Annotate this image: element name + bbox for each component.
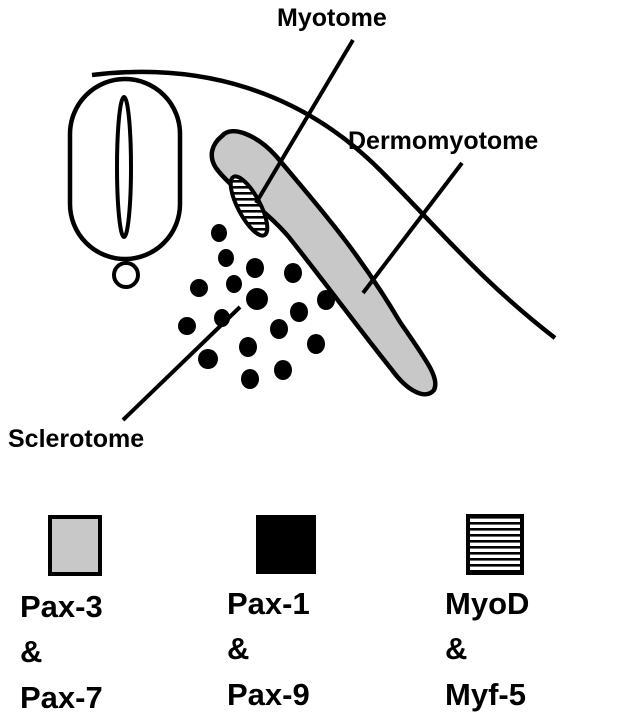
sclerotome-leader-line (121, 305, 242, 422)
legend-swatch-black (256, 515, 316, 574)
legend-2-line-2: & (227, 631, 249, 666)
sclerotome-cell (270, 319, 288, 339)
sclerotome-cell (241, 369, 259, 389)
legend-1-line-3: Pax-7 (20, 680, 103, 715)
legend-3-line-2: & (445, 631, 467, 666)
dermomyotome-leader-line (361, 161, 464, 295)
legend-3-line-3: Myf-5 (445, 677, 526, 712)
notochord (112, 261, 140, 289)
myotome-label: Myotome (277, 4, 387, 32)
legend-1-line-1: Pax-3 (20, 589, 103, 624)
legend: Pax-3 & Pax-7 Pax-1 & Pax-9 MyoD & Myf-5 (20, 514, 529, 715)
legend-1-line-2: & (20, 634, 42, 669)
sclerotome-cell (198, 349, 218, 369)
myotome-leader-line (254, 38, 355, 205)
sclerotome-cell (317, 290, 335, 310)
sclerotome-cell (246, 288, 268, 310)
sclerotome-cell (274, 360, 292, 380)
legend-swatch-gray (48, 515, 102, 576)
ectoderm-curve (91, 69, 557, 340)
legend-2-line-1: Pax-1 (227, 586, 310, 621)
neural-tube (67, 76, 183, 262)
sclerotome-cell (218, 249, 234, 267)
legend-3-line-1: MyoD (445, 586, 529, 621)
legend-swatch-striped (466, 514, 524, 575)
sclerotome-cell (178, 317, 196, 335)
sclerotome-label: Sclerotome (8, 425, 144, 453)
sclerotome-cell (190, 279, 208, 297)
sclerotome-cell (239, 337, 257, 357)
legend-2-line-3: Pax-9 (227, 677, 310, 712)
sclerotome-cell (307, 334, 325, 354)
sclerotome-cell (290, 302, 308, 322)
dermomyotome-label: Dermomyotome (348, 127, 538, 155)
sclerotome-cell (211, 224, 227, 242)
sclerotome-cell (226, 275, 242, 293)
sclerotome-cell (284, 263, 302, 283)
sclerotome-cells (178, 224, 335, 389)
sclerotome-cell (246, 258, 264, 278)
